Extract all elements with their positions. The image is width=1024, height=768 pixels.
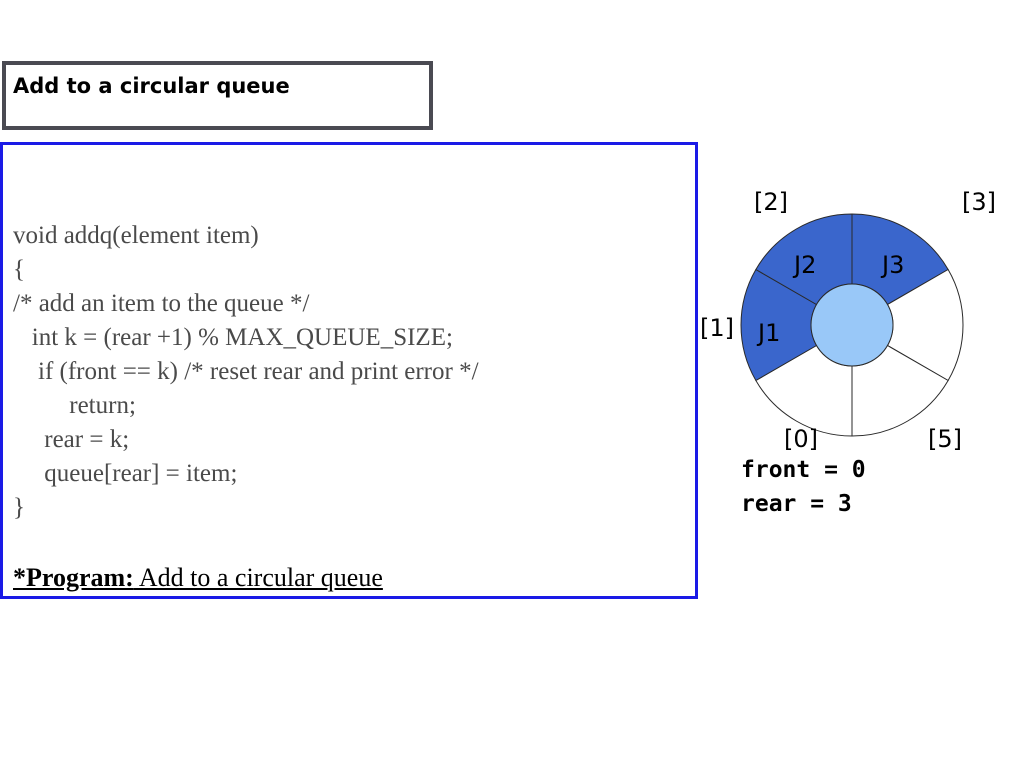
slot-label-0: [0] [784, 425, 818, 453]
code-line: { [13, 256, 25, 283]
slot-label-5: [5] [928, 425, 962, 453]
code-line: /* add an item to the queue */ [13, 290, 310, 317]
code-box: void addq(element item) { /* add an item… [0, 142, 698, 599]
code-line: void addq(element item) [13, 222, 259, 249]
slot-label-3: [3] [962, 188, 996, 216]
title-box: Add to a circular queue [2, 61, 433, 130]
code-line: queue[rear] = item; [13, 460, 238, 487]
program-caption: *Program: Add to a circular queue [13, 563, 383, 593]
circular-queue-diagram: [2] [3] [1] [0] [5] J2 J3 J1 [700, 188, 996, 453]
slide-title: Add to a circular queue [13, 74, 290, 98]
slot-label-1: [1] [700, 314, 734, 342]
code-line: } [13, 494, 25, 521]
code-line: return; [13, 392, 136, 419]
code-line: if (front == k) /* reset rear and print … [13, 358, 479, 385]
caption-text: Add to a circular queue [133, 563, 383, 592]
code-line: int k = (rear +1) % MAX_QUEUE_SIZE; [13, 324, 453, 351]
code-line: rear = k; [13, 426, 130, 453]
job-label-j3: J3 [880, 251, 904, 279]
slot-label-2: [2] [754, 188, 788, 216]
rear-status: rear = 3 [741, 491, 852, 517]
job-label-j2: J2 [792, 251, 816, 279]
front-status: front = 0 [741, 457, 866, 483]
job-label-j1: J1 [756, 319, 780, 347]
queue-hub [810, 283, 894, 367]
caption-prefix: *Program: [13, 563, 134, 592]
